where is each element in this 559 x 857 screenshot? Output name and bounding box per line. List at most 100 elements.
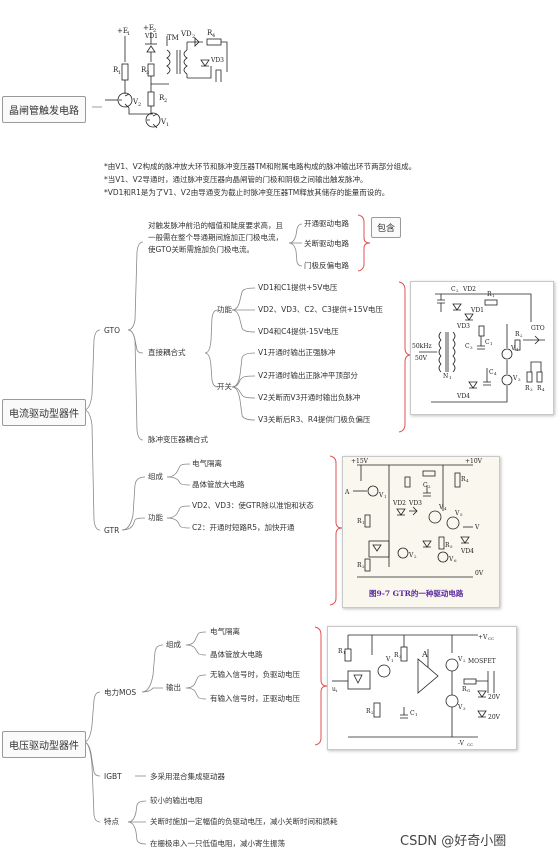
gto-circuit-turn-on[interactable]: 开通驱动电路	[304, 219, 349, 228]
svg-text:4: 4	[542, 387, 545, 392]
direct-function-item-1: VD1和C1提供+5V电压	[258, 283, 338, 292]
node-gtr-composition[interactable]: 组成	[148, 472, 163, 481]
svg-text:R: R	[461, 476, 466, 483]
svg-text:V: V	[457, 656, 463, 663]
svg-text:V: V	[408, 552, 414, 559]
svg-text:VD2: VD2	[392, 500, 406, 507]
svg-text:GTO: GTO	[531, 325, 545, 332]
svg-text:2: 2	[428, 484, 431, 489]
svg-text:4: 4	[494, 371, 497, 376]
mos-output-item-1: 无输入信号时，负驱动电压	[210, 670, 300, 679]
svg-text:20V: 20V	[488, 694, 501, 701]
svg-text:CC: CC	[488, 636, 494, 641]
svg-text:R: R	[159, 94, 165, 102]
bracket-gtr-circuit	[329, 455, 343, 606]
connector-gto	[83, 329, 101, 411]
svg-text:R: R	[141, 66, 147, 74]
svg-text:VD1: VD1	[144, 33, 158, 40]
gto-circuit-reverse-bias[interactable]: 门极反偏电路	[304, 261, 349, 270]
svg-text:R: R	[357, 518, 362, 525]
svg-text:R: R	[445, 542, 450, 549]
gtr-function-item-1: VD2、VD3：使GTR除以准饱和状态	[192, 501, 314, 510]
svg-text:TM: TM	[167, 34, 179, 42]
svg-text:R: R	[366, 708, 371, 715]
svg-text:V: V	[438, 504, 444, 511]
svg-text:VD4: VD4	[460, 548, 474, 555]
watermark: CSDN @好奇小圈	[400, 834, 507, 849]
svg-text:VD2: VD2	[462, 286, 476, 293]
svg-text:3: 3	[146, 70, 149, 76]
contains-badge[interactable]: 包含	[371, 217, 402, 238]
svg-text:2: 2	[414, 554, 417, 559]
direct-switch-item-1: V1开通时输出正强脉冲	[258, 348, 336, 357]
node-direct-coupling[interactable]: 直接耦合式	[148, 348, 186, 357]
svg-text:C: C	[485, 339, 490, 346]
svg-text:6: 6	[454, 558, 457, 563]
svg-text:MOSFET: MOSFET	[468, 658, 496, 665]
svg-text:V: V	[510, 345, 516, 352]
category-thyristor[interactable]: 晶闸管触发电路	[2, 96, 86, 123]
node-gtr[interactable]: GTR	[104, 526, 120, 535]
category-current-driven[interactable]: 电流驱动型器件	[2, 399, 86, 426]
svg-text:3: 3	[518, 377, 521, 382]
svg-text:3: 3	[463, 706, 466, 711]
svg-text:2: 2	[456, 288, 459, 293]
svg-text:0V: 0V	[475, 570, 484, 577]
svg-text:4: 4	[466, 478, 469, 483]
svg-text:C: C	[423, 482, 428, 489]
svg-text:VD3: VD3	[408, 500, 422, 507]
svg-text:1: 1	[492, 293, 495, 298]
svg-text:R: R	[515, 331, 520, 338]
svg-text:V: V	[132, 98, 139, 106]
node-power-mos[interactable]: 电力MOS	[104, 688, 137, 697]
node-gto[interactable]: GTO	[104, 326, 121, 335]
category-thyristor-label: 晶闸管触发电路	[9, 106, 79, 117]
svg-text:N: N	[443, 373, 448, 380]
category-current-label: 电流驱动型器件	[9, 409, 79, 420]
node-mos-composition[interactable]: 组成	[166, 640, 181, 649]
svg-text:1: 1	[127, 31, 130, 37]
gto-circuit-turn-off[interactable]: 关断驱动电路	[304, 239, 349, 248]
svg-text:1: 1	[516, 347, 519, 352]
svg-text:CC: CC	[467, 742, 473, 747]
svg-text:R: R	[537, 385, 542, 392]
svg-text:4: 4	[212, 33, 215, 39]
node-gtr-function[interactable]: 功能	[148, 513, 163, 522]
svg-text:R: R	[357, 562, 362, 569]
direct-function-item-2: VD2、VD3、C2、C3提供+15V电压	[258, 305, 383, 314]
svg-text:V: V	[457, 704, 463, 711]
thyristor-note-3: *VD1和R1是为了V1、V2由导通变为截止时脉冲变压器TM释放其储存的能量而设…	[104, 188, 390, 197]
svg-text:VD: VD	[180, 30, 192, 38]
svg-text:V: V	[448, 556, 454, 563]
svg-text:+V: +V	[478, 634, 488, 641]
svg-text:u: u	[332, 686, 336, 693]
svg-text:2: 2	[164, 98, 167, 104]
mos-composition-item-1: 电气隔离	[210, 627, 240, 636]
category-voltage-driven[interactable]: 电压驱动型器件	[2, 731, 86, 758]
node-features[interactable]: 特点	[104, 817, 119, 826]
node-mos-output[interactable]: 输出	[166, 683, 181, 692]
svg-text:R: R	[487, 291, 492, 298]
svg-text:A: A	[421, 650, 428, 659]
svg-text:G: G	[467, 688, 470, 693]
gto-requirement: 对触发脉冲前沿的幅值和陡度要求高，且一般需在整个导通期间施加正门极电流，使GTO…	[148, 221, 283, 254]
svg-text:A: A	[344, 489, 350, 496]
node-pulse-transformer[interactable]: 脉冲变压器耦合式	[148, 435, 208, 444]
svg-text:R: R	[338, 648, 343, 655]
svg-text:4: 4	[444, 506, 447, 511]
node-direct-switch[interactable]: 开关	[217, 382, 232, 391]
gtr-function-item-2: C2：开通时短路R5，加快开通	[192, 523, 295, 532]
node-direct-function[interactable]: 功能	[217, 305, 232, 314]
svg-text:1: 1	[166, 122, 169, 128]
svg-text:C: C	[489, 369, 494, 376]
node-igbt[interactable]: IGBT	[104, 772, 122, 781]
direct-switch-item-2: V2开通时输出正脉冲平顶部分	[258, 371, 358, 380]
